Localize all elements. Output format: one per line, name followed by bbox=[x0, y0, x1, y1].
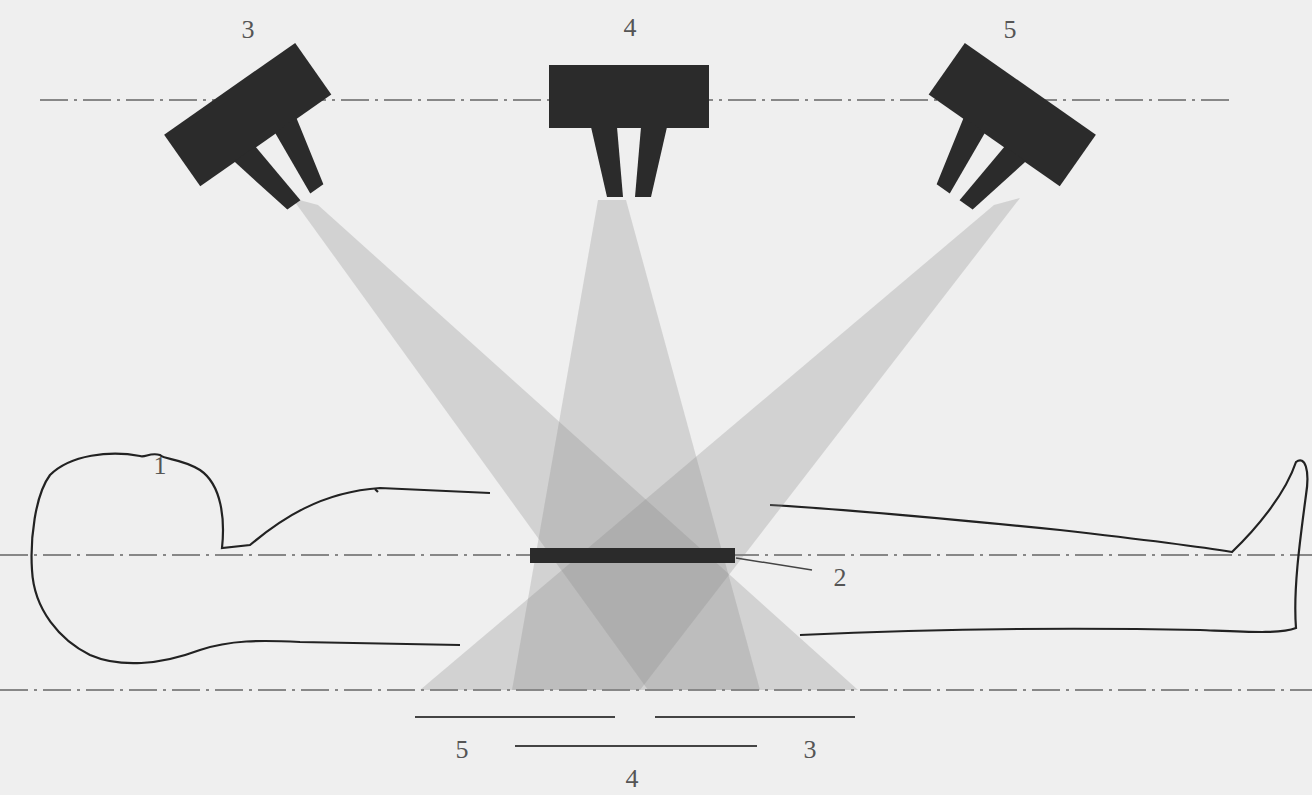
callout-number: 3 bbox=[804, 737, 817, 763]
callout-number: 3 bbox=[242, 17, 255, 43]
object-layer bbox=[530, 548, 735, 563]
callout-number: 5 bbox=[456, 737, 469, 763]
leader-line bbox=[736, 558, 812, 570]
axis-lines bbox=[0, 100, 1312, 690]
callout-number: 2 bbox=[834, 565, 847, 591]
x-ray-tube bbox=[549, 65, 709, 197]
callout-number: 4 bbox=[626, 766, 639, 792]
film-positions bbox=[415, 717, 855, 746]
x-ray-beams bbox=[292, 198, 1020, 690]
x-ray-tube bbox=[164, 43, 371, 243]
x-ray-tube bbox=[889, 43, 1096, 243]
callout-number: 1 bbox=[154, 453, 167, 479]
callout-number: 4 bbox=[624, 15, 637, 41]
callout-number: 5 bbox=[1004, 17, 1017, 43]
